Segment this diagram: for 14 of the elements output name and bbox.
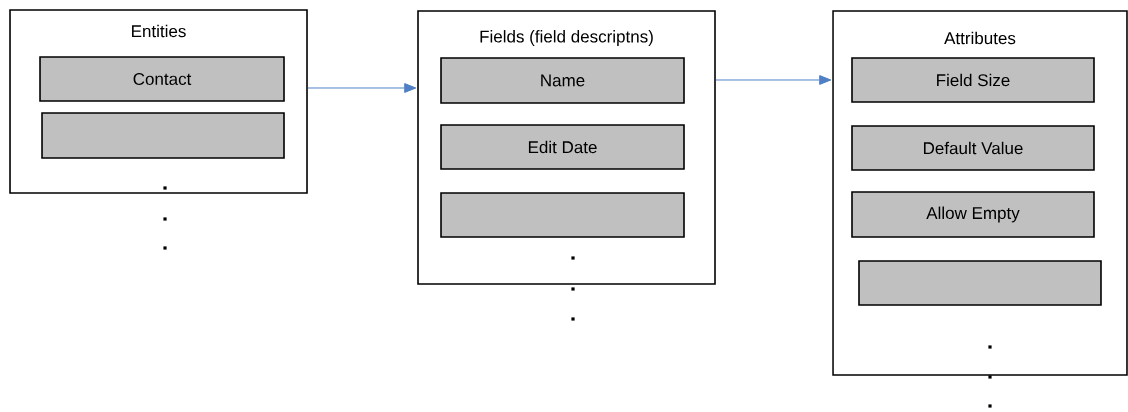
item-box: Edit Date [440,124,685,170]
empty-item-box [41,112,285,159]
item-box: Allow Empty [851,191,1095,238]
box-title: Attributes [944,31,1016,45]
empty-item-box [858,260,1102,306]
item-box: Contact [39,56,285,102]
item-box: Field Size [851,57,1095,103]
arrow [307,83,417,93]
item-box: Default Value [851,125,1095,171]
box-title: Fields (field descriptns) [480,30,653,46]
box-title: Entities [132,24,186,38]
empty-item-box [440,192,685,238]
arrow [715,75,832,85]
item-box: Name [440,57,685,104]
